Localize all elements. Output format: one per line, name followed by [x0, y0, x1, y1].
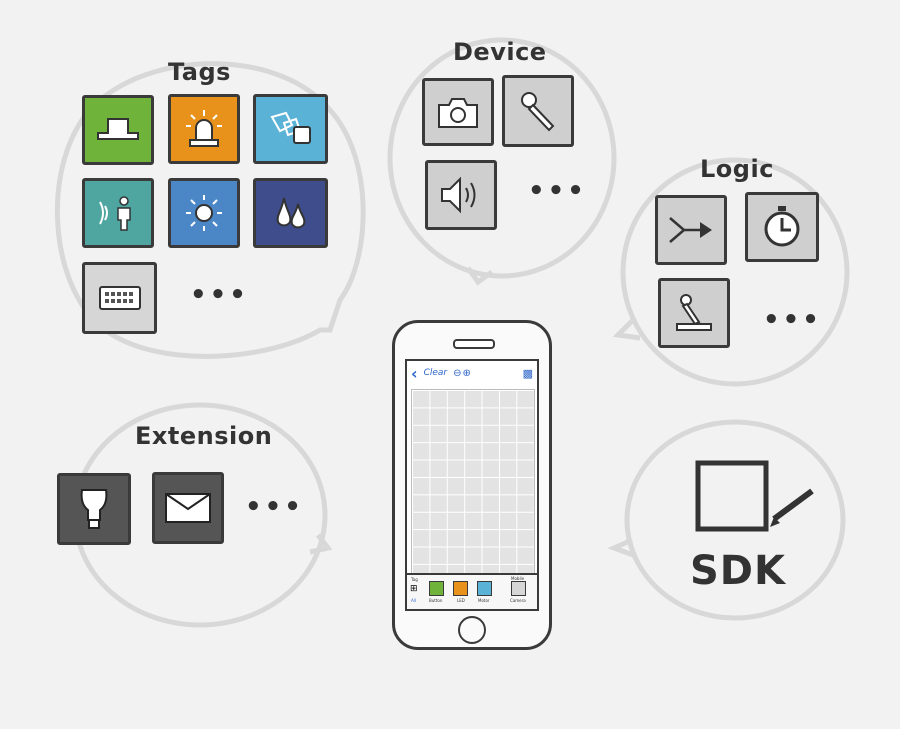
drops-icon	[276, 197, 305, 229]
run-icon[interactable]: ▩	[522, 366, 533, 380]
tag-tile-sun[interactable]	[168, 178, 240, 248]
tags-title: Tags	[168, 58, 231, 86]
device-tile-microphone[interactable]	[502, 75, 574, 147]
speaker-icon	[441, 176, 476, 214]
microphone-icon	[521, 92, 555, 132]
tray-label-tag: Tag	[411, 577, 418, 582]
logic-more: •••	[763, 305, 822, 335]
hat-icon	[97, 118, 139, 140]
timer-icon	[764, 206, 800, 247]
zoom-in-icon[interactable]: ⊕	[462, 367, 471, 379]
grid-tray-icon[interactable]: ⊞	[410, 584, 418, 594]
extension-tile-bulb[interactable]	[57, 473, 131, 545]
person-proximity-icon	[99, 196, 131, 231]
logic-title: Logic	[700, 155, 774, 183]
tray-camera-tile[interactable]	[511, 581, 526, 596]
tag-tile-hat[interactable]	[82, 95, 154, 165]
light-bulb-icon	[80, 489, 108, 529]
tray-label-button: Button	[429, 598, 443, 603]
envelope-icon	[165, 493, 211, 523]
tray-label-all: All	[411, 598, 416, 603]
tray-label-mobile: Mobile	[511, 576, 525, 581]
logic-tile-merge[interactable]	[655, 195, 727, 265]
device-more: •••	[528, 176, 587, 206]
home-button[interactable]	[458, 616, 486, 644]
clear-button[interactable]: Clear	[423, 368, 448, 378]
sdk-label: SDK	[690, 548, 787, 594]
shapes-icon	[269, 111, 311, 144]
alarm-light-icon	[186, 110, 222, 147]
extension-title: Extension	[135, 422, 273, 450]
sdk-bubble	[624, 419, 846, 621]
zoom-out-icon[interactable]: ⊖	[453, 367, 462, 379]
camera-icon	[438, 98, 478, 128]
phone-mockup: ‹ Clear ⊖ ⊕ ▩ Tag ⊞ All Button LED Motor…	[392, 320, 552, 650]
joystick-icon	[676, 294, 712, 331]
tag-tile-proximity[interactable]	[82, 178, 154, 248]
phone-screen: ‹ Clear ⊖ ⊕ ▩ Tag ⊞ All Button LED Motor…	[405, 359, 539, 611]
tray-label-camera: Camera	[510, 598, 526, 603]
tag-tile-drops[interactable]	[253, 178, 328, 248]
tray-motor-tile[interactable]	[477, 581, 492, 596]
extension-tile-envelope[interactable]	[152, 472, 224, 544]
keyboard-icon	[98, 286, 141, 310]
tags-more: •••	[190, 280, 249, 310]
canvas-grid[interactable]	[411, 389, 535, 579]
tag-tray: Tag ⊞ All Button LED Motor Mobile Camera	[407, 573, 537, 609]
tray-label-motor: Motor	[478, 598, 490, 603]
phone-toolbar: ‹ Clear ⊖ ⊕ ▩	[407, 361, 537, 385]
extension-more: •••	[245, 492, 304, 522]
device-tile-speaker[interactable]	[425, 160, 497, 230]
merge-arrow-icon	[669, 217, 712, 243]
device-title: Device	[453, 38, 547, 66]
logic-tile-joystick[interactable]	[658, 278, 730, 348]
tag-tile-alarm[interactable]	[168, 94, 240, 164]
tag-tile-shapes[interactable]	[253, 94, 328, 164]
tag-tile-keyboard[interactable]	[82, 262, 157, 334]
logic-tile-timer[interactable]	[745, 192, 819, 262]
phone-speaker	[453, 339, 495, 349]
device-bubble	[387, 37, 617, 279]
tray-label-led: LED	[457, 598, 465, 603]
tray-button-tile[interactable]	[429, 581, 444, 596]
device-tile-camera[interactable]	[422, 78, 494, 146]
sun-icon	[186, 195, 222, 231]
back-chevron-icon[interactable]: ‹	[411, 363, 418, 383]
tray-led-tile[interactable]	[453, 581, 468, 596]
edit-square-icon	[695, 460, 814, 532]
logic-bubble	[620, 157, 850, 387]
